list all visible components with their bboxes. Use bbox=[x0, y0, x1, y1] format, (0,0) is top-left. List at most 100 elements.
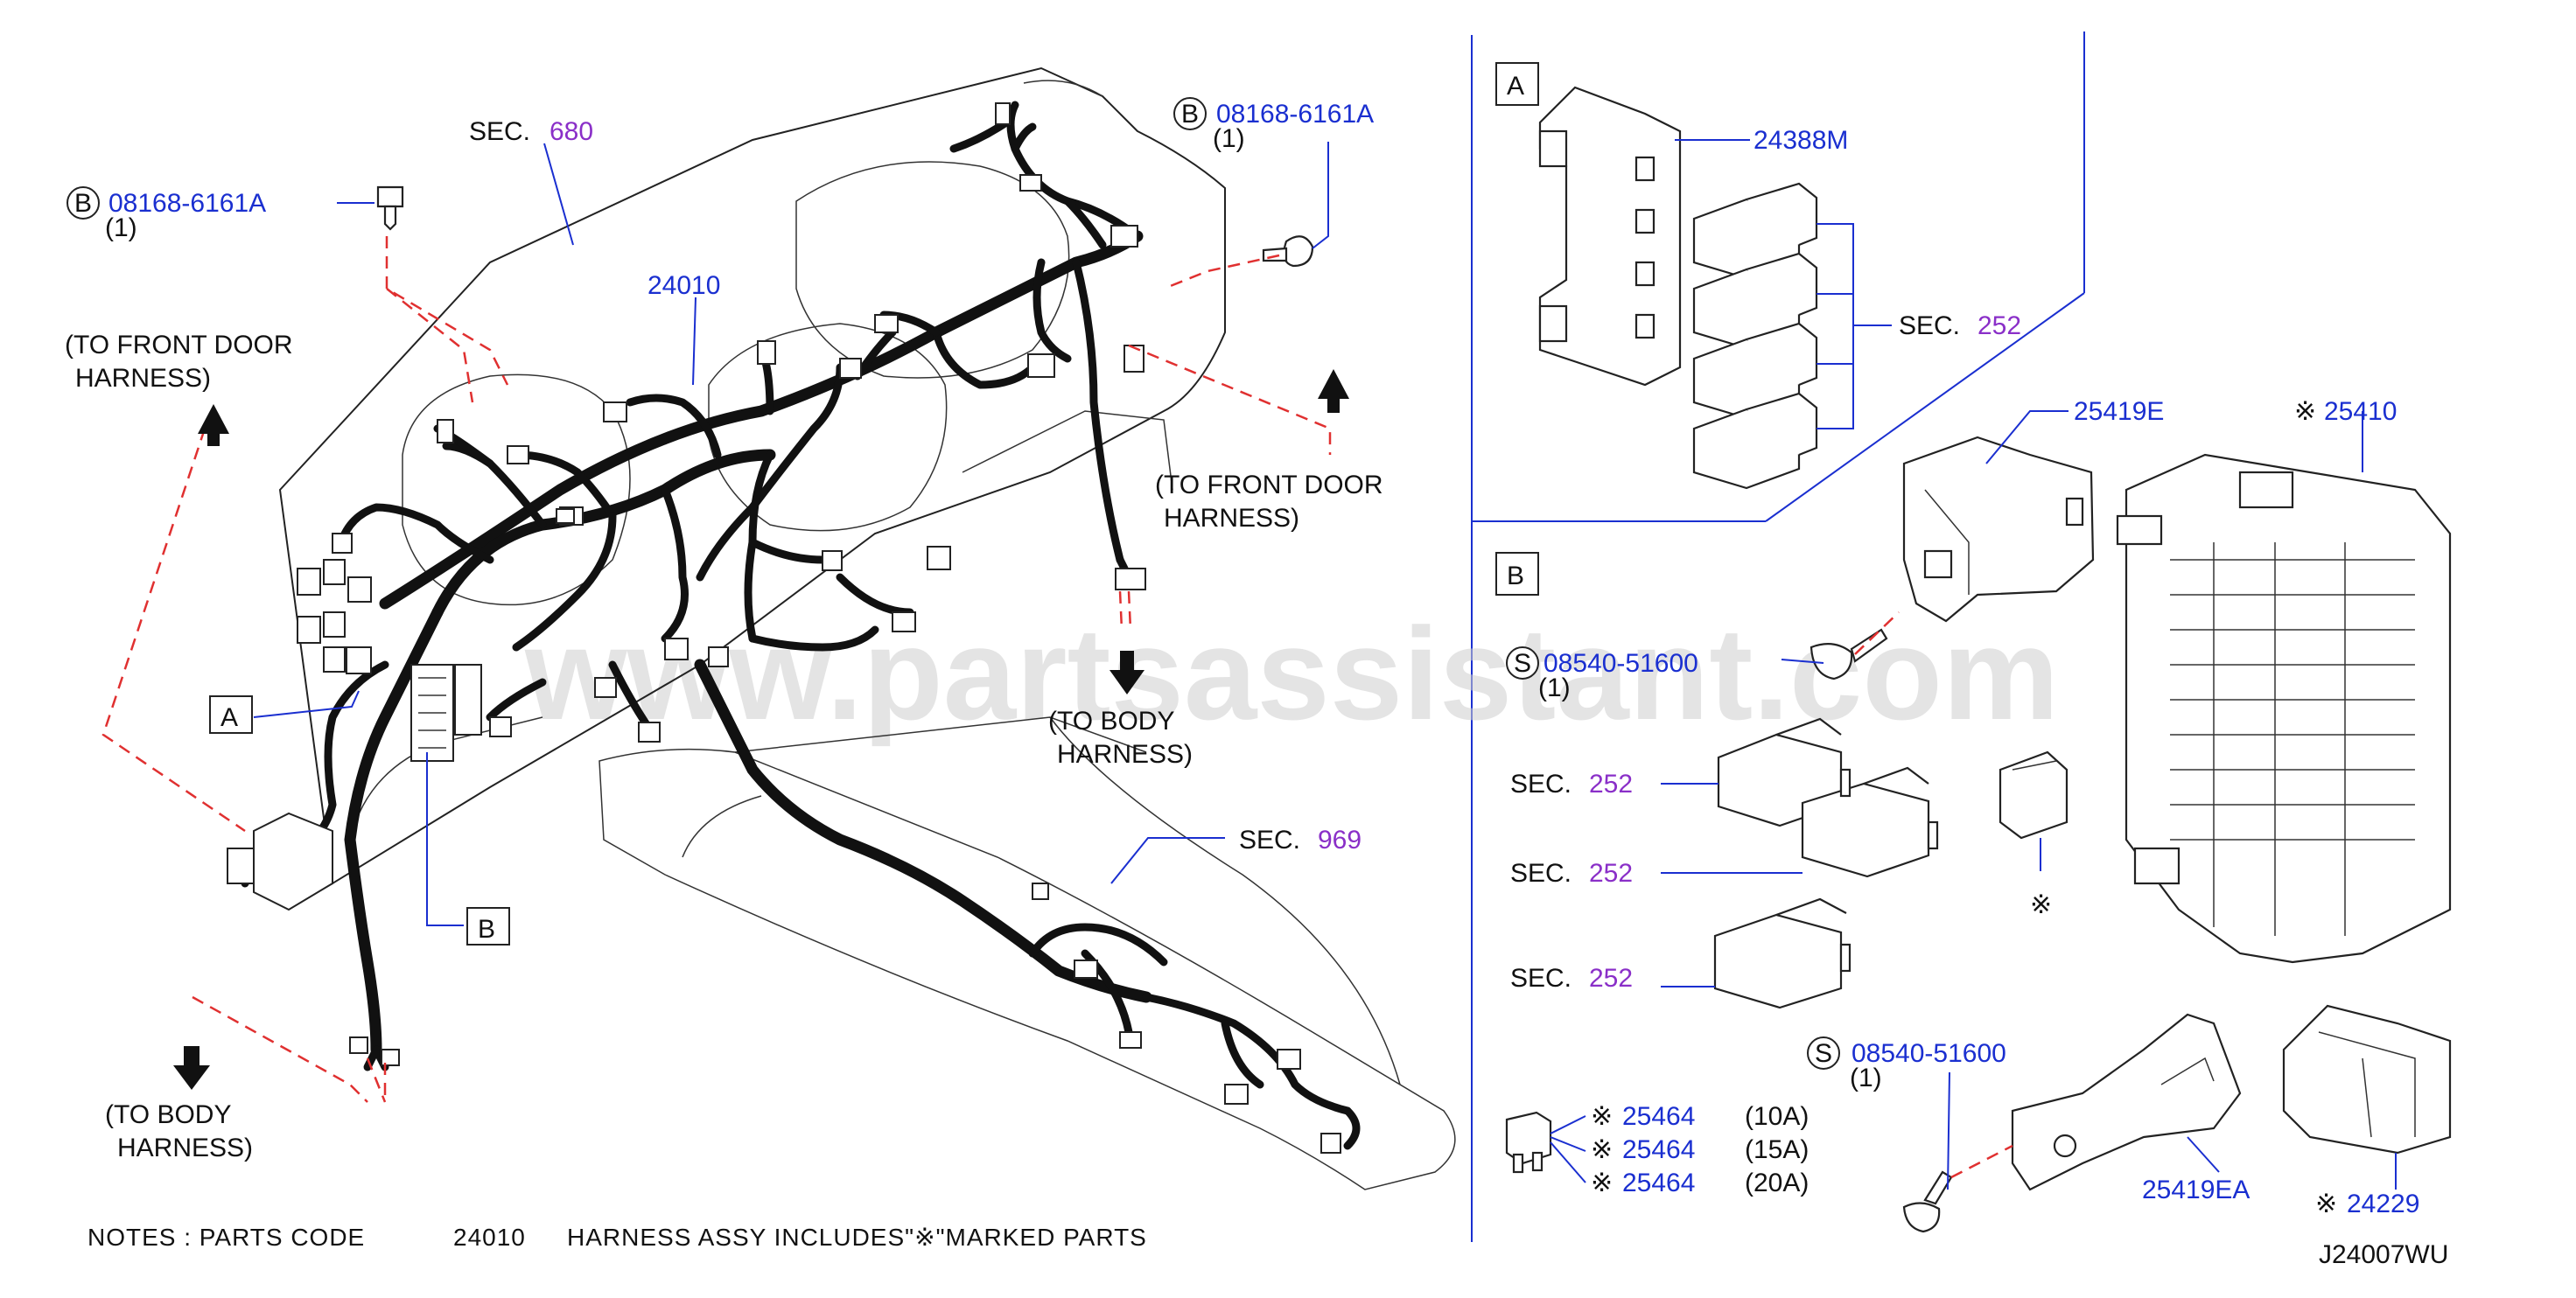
svg-text:08168-6161A: 08168-6161A bbox=[1216, 100, 1374, 129]
relays-panel-b bbox=[1713, 717, 1939, 1009]
arrow-up-right-icon bbox=[1318, 369, 1349, 413]
to-body-center-label: (TO BODY HARNESS) bbox=[1048, 707, 1193, 769]
bracket-25419ea bbox=[2011, 1013, 2242, 1191]
svg-text:24229: 24229 bbox=[2347, 1190, 2419, 1218]
harness-connectors bbox=[227, 102, 1341, 1154]
svg-text:252: 252 bbox=[1978, 311, 2021, 340]
fuse-block-25410 bbox=[2116, 453, 2452, 964]
sec-969-callout: SEC. 969 bbox=[1239, 826, 1362, 855]
svg-text:(TO BODY: (TO BODY bbox=[105, 1100, 231, 1129]
svg-text:※: ※ bbox=[1591, 1169, 1613, 1197]
svg-text:24010: 24010 bbox=[453, 1224, 526, 1251]
panel-b-sec-row-2: SEC. 252 bbox=[1510, 859, 1633, 888]
watermark: www.partsassistant.com bbox=[524, 600, 2059, 747]
location-box-a: A bbox=[209, 695, 253, 734]
relay-bracket-24388m bbox=[1538, 86, 1682, 387]
arrow-down-center-icon bbox=[1110, 651, 1144, 694]
svg-text:(TO FRONT DOOR: (TO FRONT DOOR bbox=[65, 331, 293, 359]
svg-text:HARNESS ASSY INCLUDES"※"MARK: HARNESS ASSY INCLUDES"※"MARKED PARTS bbox=[567, 1224, 1147, 1251]
svg-text:25464: 25464 bbox=[1622, 1135, 1695, 1164]
svg-text:(20A): (20A) bbox=[1745, 1169, 1809, 1197]
bolt-left-callout: B 08168-6161A (1) bbox=[66, 186, 266, 242]
panel-b-sec-row-3: SEC. 252 bbox=[1510, 964, 1633, 993]
location-box-b: B bbox=[466, 907, 510, 946]
svg-text:HARNESS): HARNESS) bbox=[1057, 740, 1193, 769]
part-24388m-label: 24388M bbox=[1754, 126, 1848, 155]
panel-b-leaders bbox=[1550, 410, 2397, 1190]
svg-text:252: 252 bbox=[1589, 770, 1633, 799]
svg-text:SEC.: SEC. bbox=[1239, 826, 1300, 855]
harness-part-number: 24010 bbox=[648, 271, 720, 300]
dashed-guides bbox=[102, 236, 1332, 1103]
part-25419e-label: 25419E bbox=[2074, 397, 2164, 426]
screw-bottom-callout: S 08540-51600 (1) bbox=[1807, 1036, 2006, 1092]
bolt-left-icon bbox=[376, 185, 404, 231]
svg-text:SEC.: SEC. bbox=[469, 117, 530, 146]
svg-text:HARNESS): HARNESS) bbox=[1164, 504, 1299, 533]
to-body-left-label: (TO BODY HARNESS) bbox=[105, 1100, 253, 1162]
to-front-door-left-label: (TO FRONT DOOR HARNESS) bbox=[65, 331, 293, 393]
svg-text:(1): (1) bbox=[1538, 673, 1571, 702]
svg-text:08168-6161A: 08168-6161A bbox=[108, 189, 266, 218]
part-25410-label: ※ 25410 bbox=[2294, 397, 2397, 426]
part-25419ea-label: 25419EA bbox=[2142, 1176, 2250, 1204]
svg-text:969: 969 bbox=[1318, 826, 1362, 855]
panel-a-leaders bbox=[1675, 139, 1892, 429]
svg-text:08540-51600: 08540-51600 bbox=[1544, 649, 1698, 678]
svg-text:(10A): (10A) bbox=[1745, 1102, 1809, 1131]
notes-line: NOTES : PARTS CODE 24010 HARNESS ASSY IN… bbox=[88, 1224, 1147, 1251]
svg-text:SEC.: SEC. bbox=[1899, 311, 1960, 340]
to-front-door-right-label: (TO FRONT DOOR HARNESS) bbox=[1155, 471, 1383, 533]
arrow-down-left-icon bbox=[173, 1046, 210, 1090]
svg-text:25464: 25464 bbox=[1622, 1102, 1695, 1131]
screw-top-callout: S 08540-51600 (1) bbox=[1506, 646, 1698, 702]
svg-text:S: S bbox=[1815, 1039, 1832, 1068]
svg-text:A: A bbox=[1507, 72, 1524, 101]
panel-dividers bbox=[1471, 31, 2085, 1242]
screw-top-icon bbox=[1810, 628, 1888, 680]
panel-a-box: A bbox=[1495, 62, 1539, 106]
svg-text:A: A bbox=[220, 703, 238, 732]
svg-text:08540-51600: 08540-51600 bbox=[1852, 1039, 2006, 1068]
panel-a-sec-callout: SEC. 252 bbox=[1899, 311, 2021, 340]
arrow-up-left-icon bbox=[198, 404, 229, 446]
svg-text:※: ※ bbox=[2315, 1190, 2337, 1218]
cover-25419e bbox=[1902, 436, 2095, 623]
bolt-right-callout: B 08168-6161A (1) bbox=[1173, 97, 1374, 153]
svg-text:B: B bbox=[478, 915, 495, 944]
fuse-puller-icon bbox=[1998, 750, 2068, 840]
fuse-row-15a: ※ 25464 (15A) bbox=[1591, 1135, 1809, 1164]
svg-text:(TO BODY: (TO BODY bbox=[1048, 707, 1174, 736]
svg-text:SEC.: SEC. bbox=[1510, 859, 1572, 888]
cover-24229 bbox=[2282, 1004, 2452, 1155]
dashboard-outline bbox=[278, 66, 1456, 1190]
svg-text:※: ※ bbox=[1591, 1102, 1613, 1131]
svg-text:252: 252 bbox=[1589, 964, 1633, 993]
panel-b-sec-row-1: SEC. 252 bbox=[1510, 770, 1633, 799]
svg-text:680: 680 bbox=[550, 117, 593, 146]
svg-text:S: S bbox=[1514, 649, 1531, 678]
svg-text:(TO FRONT DOOR: (TO FRONT DOOR bbox=[1155, 471, 1383, 499]
part-24229-label: ※ 24229 bbox=[2315, 1190, 2419, 1218]
svg-text:SEC.: SEC. bbox=[1510, 964, 1572, 993]
svg-text:HARNESS): HARNESS) bbox=[117, 1134, 253, 1162]
diagram-code: J24007WU bbox=[2319, 1240, 2448, 1269]
fuse-puller-mark: ※ bbox=[2030, 890, 2052, 919]
svg-text:SEC.: SEC. bbox=[1510, 770, 1572, 799]
svg-text:※: ※ bbox=[1591, 1135, 1613, 1164]
fuse-row-20a: ※ 25464 (20A) bbox=[1591, 1169, 1809, 1197]
svg-text:B: B bbox=[1507, 562, 1524, 590]
relays-panel-a bbox=[1692, 182, 1818, 490]
svg-text:B: B bbox=[1181, 100, 1199, 129]
svg-text:B: B bbox=[74, 189, 92, 218]
junction-blocks bbox=[297, 559, 482, 762]
fuse-icon bbox=[1505, 1111, 1552, 1174]
svg-text:25464: 25464 bbox=[1622, 1169, 1695, 1197]
svg-text:※: ※ bbox=[2294, 397, 2316, 426]
svg-text:(1): (1) bbox=[1850, 1064, 1882, 1092]
svg-text:(15A): (15A) bbox=[1745, 1135, 1809, 1164]
bolt-right-icon bbox=[1262, 235, 1314, 268]
fuse-row-10a: ※ 25464 (10A) bbox=[1591, 1102, 1809, 1131]
screw-bottom-icon bbox=[1902, 1170, 1953, 1233]
svg-text:HARNESS): HARNESS) bbox=[75, 364, 211, 393]
